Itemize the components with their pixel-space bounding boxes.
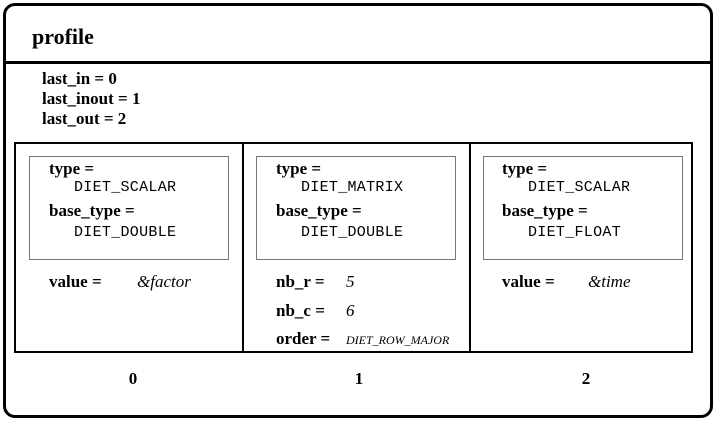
arg2-index: 2 <box>581 369 591 388</box>
arg1-base-type-value: DIET_DOUBLE <box>301 224 404 241</box>
column-divider <box>242 144 244 351</box>
arg0-base-type-label: base_type = <box>49 201 135 220</box>
arg0-index: 0 <box>128 369 138 388</box>
arg1-type-box <box>256 156 456 260</box>
arg1-base-type-label: base_type = <box>276 201 362 220</box>
arg1-nb-c-label: nb_c = <box>276 301 325 320</box>
arg1-type-value: DIET_MATRIX <box>301 179 404 196</box>
meta-last-out: last_out = 2 <box>42 109 127 128</box>
arg1-nb-r-label: nb_r = <box>276 272 325 291</box>
profile-title: profile <box>32 24 94 49</box>
arg0-value: &factor <box>137 272 191 291</box>
arg2-base-type-value: DIET_FLOAT <box>528 224 622 241</box>
arg0-base-type-value: DIET_DOUBLE <box>74 224 177 241</box>
arg2-type-box <box>483 156 683 260</box>
profile-meta: last_in = 0 last_inout = 1 last_out = 2 <box>42 69 140 129</box>
meta-last-in: last_in = 0 <box>42 69 117 88</box>
arg0-type-value: DIET_SCALAR <box>74 179 177 196</box>
arg1-nb-c-value: 6 <box>346 301 355 320</box>
arg1-order-label: order = <box>276 329 331 348</box>
arg2-value-label: value = <box>502 272 555 291</box>
meta-last-inout: last_inout = 1 <box>42 89 141 108</box>
arg1-nb-r-value: 5 <box>346 272 355 291</box>
column-divider <box>469 144 471 351</box>
arg1-index: 1 <box>354 369 364 388</box>
arg1-type-label: type = <box>276 159 322 178</box>
argument-table: type = DIET_SCALAR base_type = DIET_DOUB… <box>14 142 693 353</box>
arg2-base-type-label: base_type = <box>502 201 588 220</box>
arg0-type-label: type = <box>49 159 95 178</box>
arg0-value-label: value = <box>49 272 102 291</box>
arg1-order-value: DIET_ROW_MAJOR <box>346 333 450 347</box>
profile-frame: profile <box>3 3 713 418</box>
arg2-value: &time <box>588 272 631 291</box>
arg2-type-value: DIET_SCALAR <box>528 179 631 196</box>
arg2-type-label: type = <box>502 159 548 178</box>
title-divider <box>6 61 710 64</box>
arg0-type-box <box>29 156 229 260</box>
